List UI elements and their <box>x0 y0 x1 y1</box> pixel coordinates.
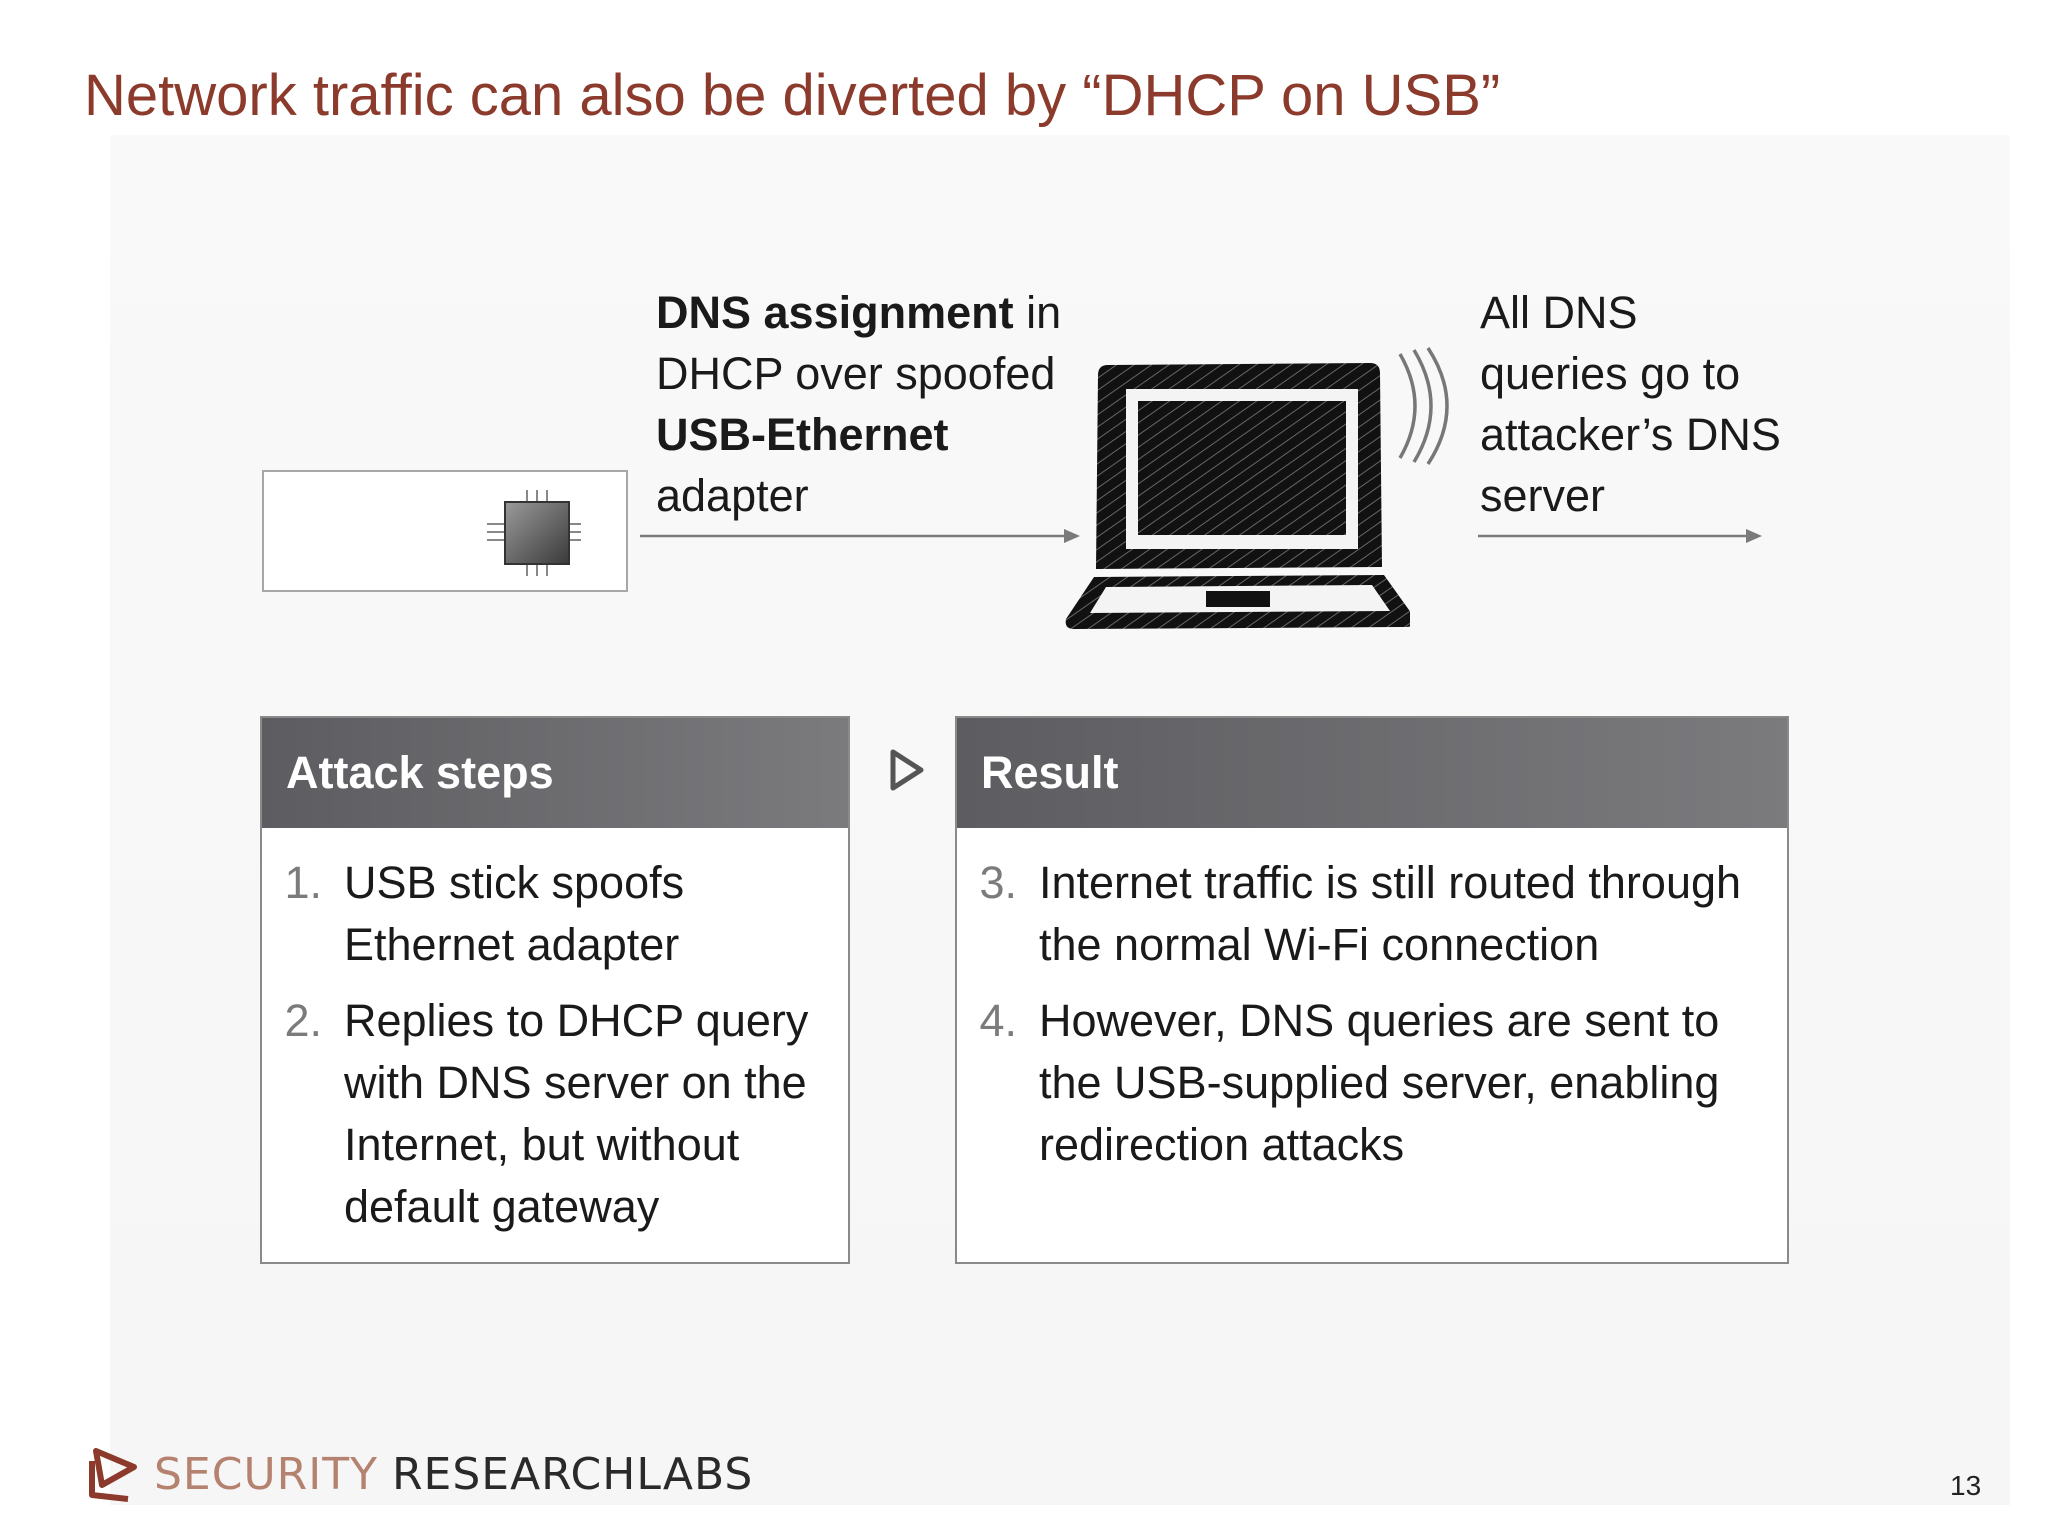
arrow-right-icon <box>1478 526 1762 546</box>
step-number: 1. <box>262 852 344 976</box>
logo-mark-icon <box>88 1445 144 1503</box>
step-text: Replies to DHCP query with DNS server on… <box>344 990 848 1238</box>
all-dns-label: All DNS queries go to attacker’s DNS ser… <box>1480 282 1781 526</box>
all-dns-line4: server <box>1480 465 1781 526</box>
step-text: USB stick spoofs Ethernet adapter <box>344 852 848 976</box>
result-text: Internet traffic is still routed through… <box>1039 852 1787 976</box>
step-number: 2. <box>262 990 344 1238</box>
dns-assignment-label: DNS assignment in DHCP over spoofed USB-… <box>656 282 1061 526</box>
play-triangle-icon <box>888 748 926 792</box>
arrow-right-icon <box>640 526 1080 546</box>
dns-assignment-line4: adapter <box>656 465 1061 526</box>
result-number: 3. <box>957 852 1039 976</box>
all-dns-line2: queries go to <box>1480 343 1781 404</box>
list-item: 4. However, DNS queries are sent to the … <box>957 990 1787 1176</box>
list-item: 1. USB stick spoofs Ethernet adapter <box>262 852 848 976</box>
result-header: Result <box>957 718 1787 828</box>
laptop-icon <box>1060 355 1410 630</box>
result-text: However, DNS queries are sent to the USB… <box>1039 990 1787 1176</box>
result-panel: Result 3. Internet traffic is still rout… <box>955 716 1789 1264</box>
chip-icon <box>485 488 581 578</box>
usb-ethernet-bold: USB-Ethernet <box>656 409 949 460</box>
page-number: 13 <box>1950 1470 1981 1502</box>
dns-assignment-bold: DNS assignment <box>656 287 1014 338</box>
list-item: 2. Replies to DHCP query with DNS server… <box>262 990 848 1238</box>
slide-title: Network traffic can also be diverted by … <box>84 62 1500 129</box>
wireless-waves-icon <box>1392 346 1462 466</box>
logo-text-researchlabs: RESEARCHLABS <box>392 1449 753 1500</box>
srlabs-logo: SECURITY RESEARCHLABS <box>88 1445 753 1503</box>
logo-text-security: SECURITY <box>154 1449 378 1500</box>
all-dns-line3: attacker’s DNS <box>1480 404 1781 465</box>
attack-steps-header: Attack steps <box>262 718 848 828</box>
attack-steps-panel: Attack steps 1. USB stick spoofs Etherne… <box>260 716 850 1264</box>
dns-assignment-line2: DHCP over spoofed <box>656 343 1061 404</box>
list-item: 3. Internet traffic is still routed thro… <box>957 852 1787 976</box>
result-number: 4. <box>957 990 1039 1176</box>
all-dns-line1: All DNS <box>1480 282 1781 343</box>
dns-assignment-in: in <box>1014 287 1062 338</box>
